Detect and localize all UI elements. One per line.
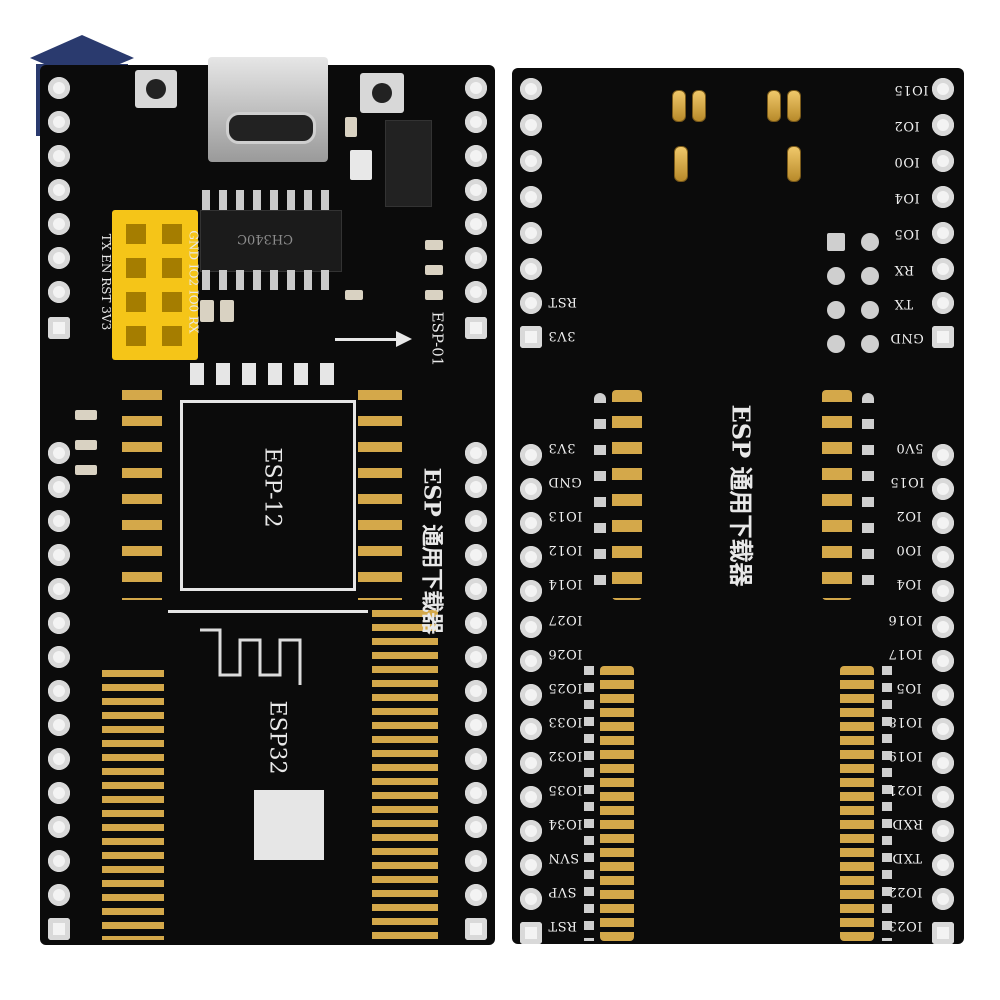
reset-button (360, 73, 404, 113)
pin-label: IO2 (896, 508, 922, 523)
antenna-trace-icon (200, 628, 302, 685)
esp12-footprint (180, 400, 356, 591)
esp01-header (112, 210, 198, 360)
esp12-pads-left (122, 390, 162, 600)
header-label-right: GND IO2 IO0 RX (186, 230, 201, 334)
pin-label: TXD (892, 850, 922, 865)
pin-label: IO26 (548, 646, 583, 661)
esp12-back-holes-right (862, 393, 874, 598)
esp12-back-pads-left (612, 390, 642, 600)
usb-c-port (208, 57, 328, 162)
pin-label: IO2 (894, 118, 920, 133)
pin-label: IO35 (548, 782, 583, 797)
esp32-back-pads-right (840, 666, 874, 941)
left-pcb-board: CH340C TX EN RST 3V3 GND IO2 IO0 RX ESP-… (40, 57, 495, 945)
esp12-back-holes-left (594, 393, 606, 598)
esp32-back-holes-right (882, 666, 892, 941)
pin-label: IO15 (890, 474, 925, 489)
pin-label: IO21 (888, 782, 923, 797)
esp32-pads-left (102, 670, 164, 940)
pin-label: TX (894, 296, 913, 311)
pin-label: IO4 (896, 576, 922, 591)
esp32-pads-right (372, 610, 438, 940)
voltage-regulator (385, 120, 432, 207)
pin-label: GND (890, 330, 924, 345)
right-pcb-board: IO15 IO2 IO0 IO4 IO5 RX TX GND RST 3V3 3… (512, 68, 964, 944)
pin-label: IO5 (896, 680, 922, 695)
esp32-back-holes-left (584, 666, 594, 941)
pin-label: SVP (548, 884, 577, 899)
pin-label: IO15 (894, 82, 929, 97)
pin-label: IO4 (894, 190, 920, 205)
pin-label: GND (548, 474, 582, 489)
pin-label: IO25 (548, 680, 583, 695)
pin-label: IO32 (548, 748, 583, 763)
pin-label: 3V3 (548, 328, 576, 343)
pin-label: 3V3 (548, 440, 576, 455)
pin-label: IO27 (548, 612, 583, 627)
right-board-title: ESP 通用下载器 (726, 404, 756, 587)
pin-label: IO5 (894, 226, 920, 241)
esp12-back-pads-right (822, 390, 852, 600)
boot-button (135, 70, 177, 108)
pin-label: RXD (892, 816, 923, 831)
pin-label: IO33 (548, 714, 583, 729)
pin-label: IO13 (548, 508, 583, 523)
esp32-back-pads-left (600, 666, 634, 941)
pin-label: IO0 (894, 154, 920, 169)
pin-label: RX (894, 262, 915, 277)
pin-label: IO34 (548, 816, 583, 831)
ch340c-label: CH340C (237, 231, 294, 246)
pin-label: SVN (548, 850, 580, 865)
pin-label: IO0 (896, 542, 922, 557)
pin-label: IO14 (548, 576, 583, 591)
pin-label: RST (548, 294, 577, 309)
pin-label: IO22 (888, 884, 923, 899)
esp32-thermal-pad (254, 790, 324, 860)
esp01-label: ESP-01 (428, 311, 447, 367)
esp12-pads-right (358, 390, 402, 600)
pin-label: 5V0 (896, 440, 924, 455)
esp12-label: ESP-12 (259, 447, 285, 528)
esp32-footprint (168, 610, 368, 938)
pin-label: IO16 (888, 612, 923, 627)
ch340c-chip: CH340C (200, 210, 342, 272)
pin-label: IO12 (548, 542, 583, 557)
esp12-pads-top (190, 363, 340, 385)
pin-label: IO18 (888, 714, 923, 729)
pin-label: RST (548, 918, 577, 933)
pin-label: IO23 (888, 918, 923, 933)
esp32-label: ESP32 (264, 700, 290, 775)
arrow-icon (335, 338, 400, 341)
pin-label: IO19 (888, 748, 923, 763)
left-board-title: ESP 通用下载器 (418, 467, 445, 635)
pin-label: IO17 (888, 646, 923, 661)
header-label-left: TX EN RST 3V3 (99, 233, 114, 331)
